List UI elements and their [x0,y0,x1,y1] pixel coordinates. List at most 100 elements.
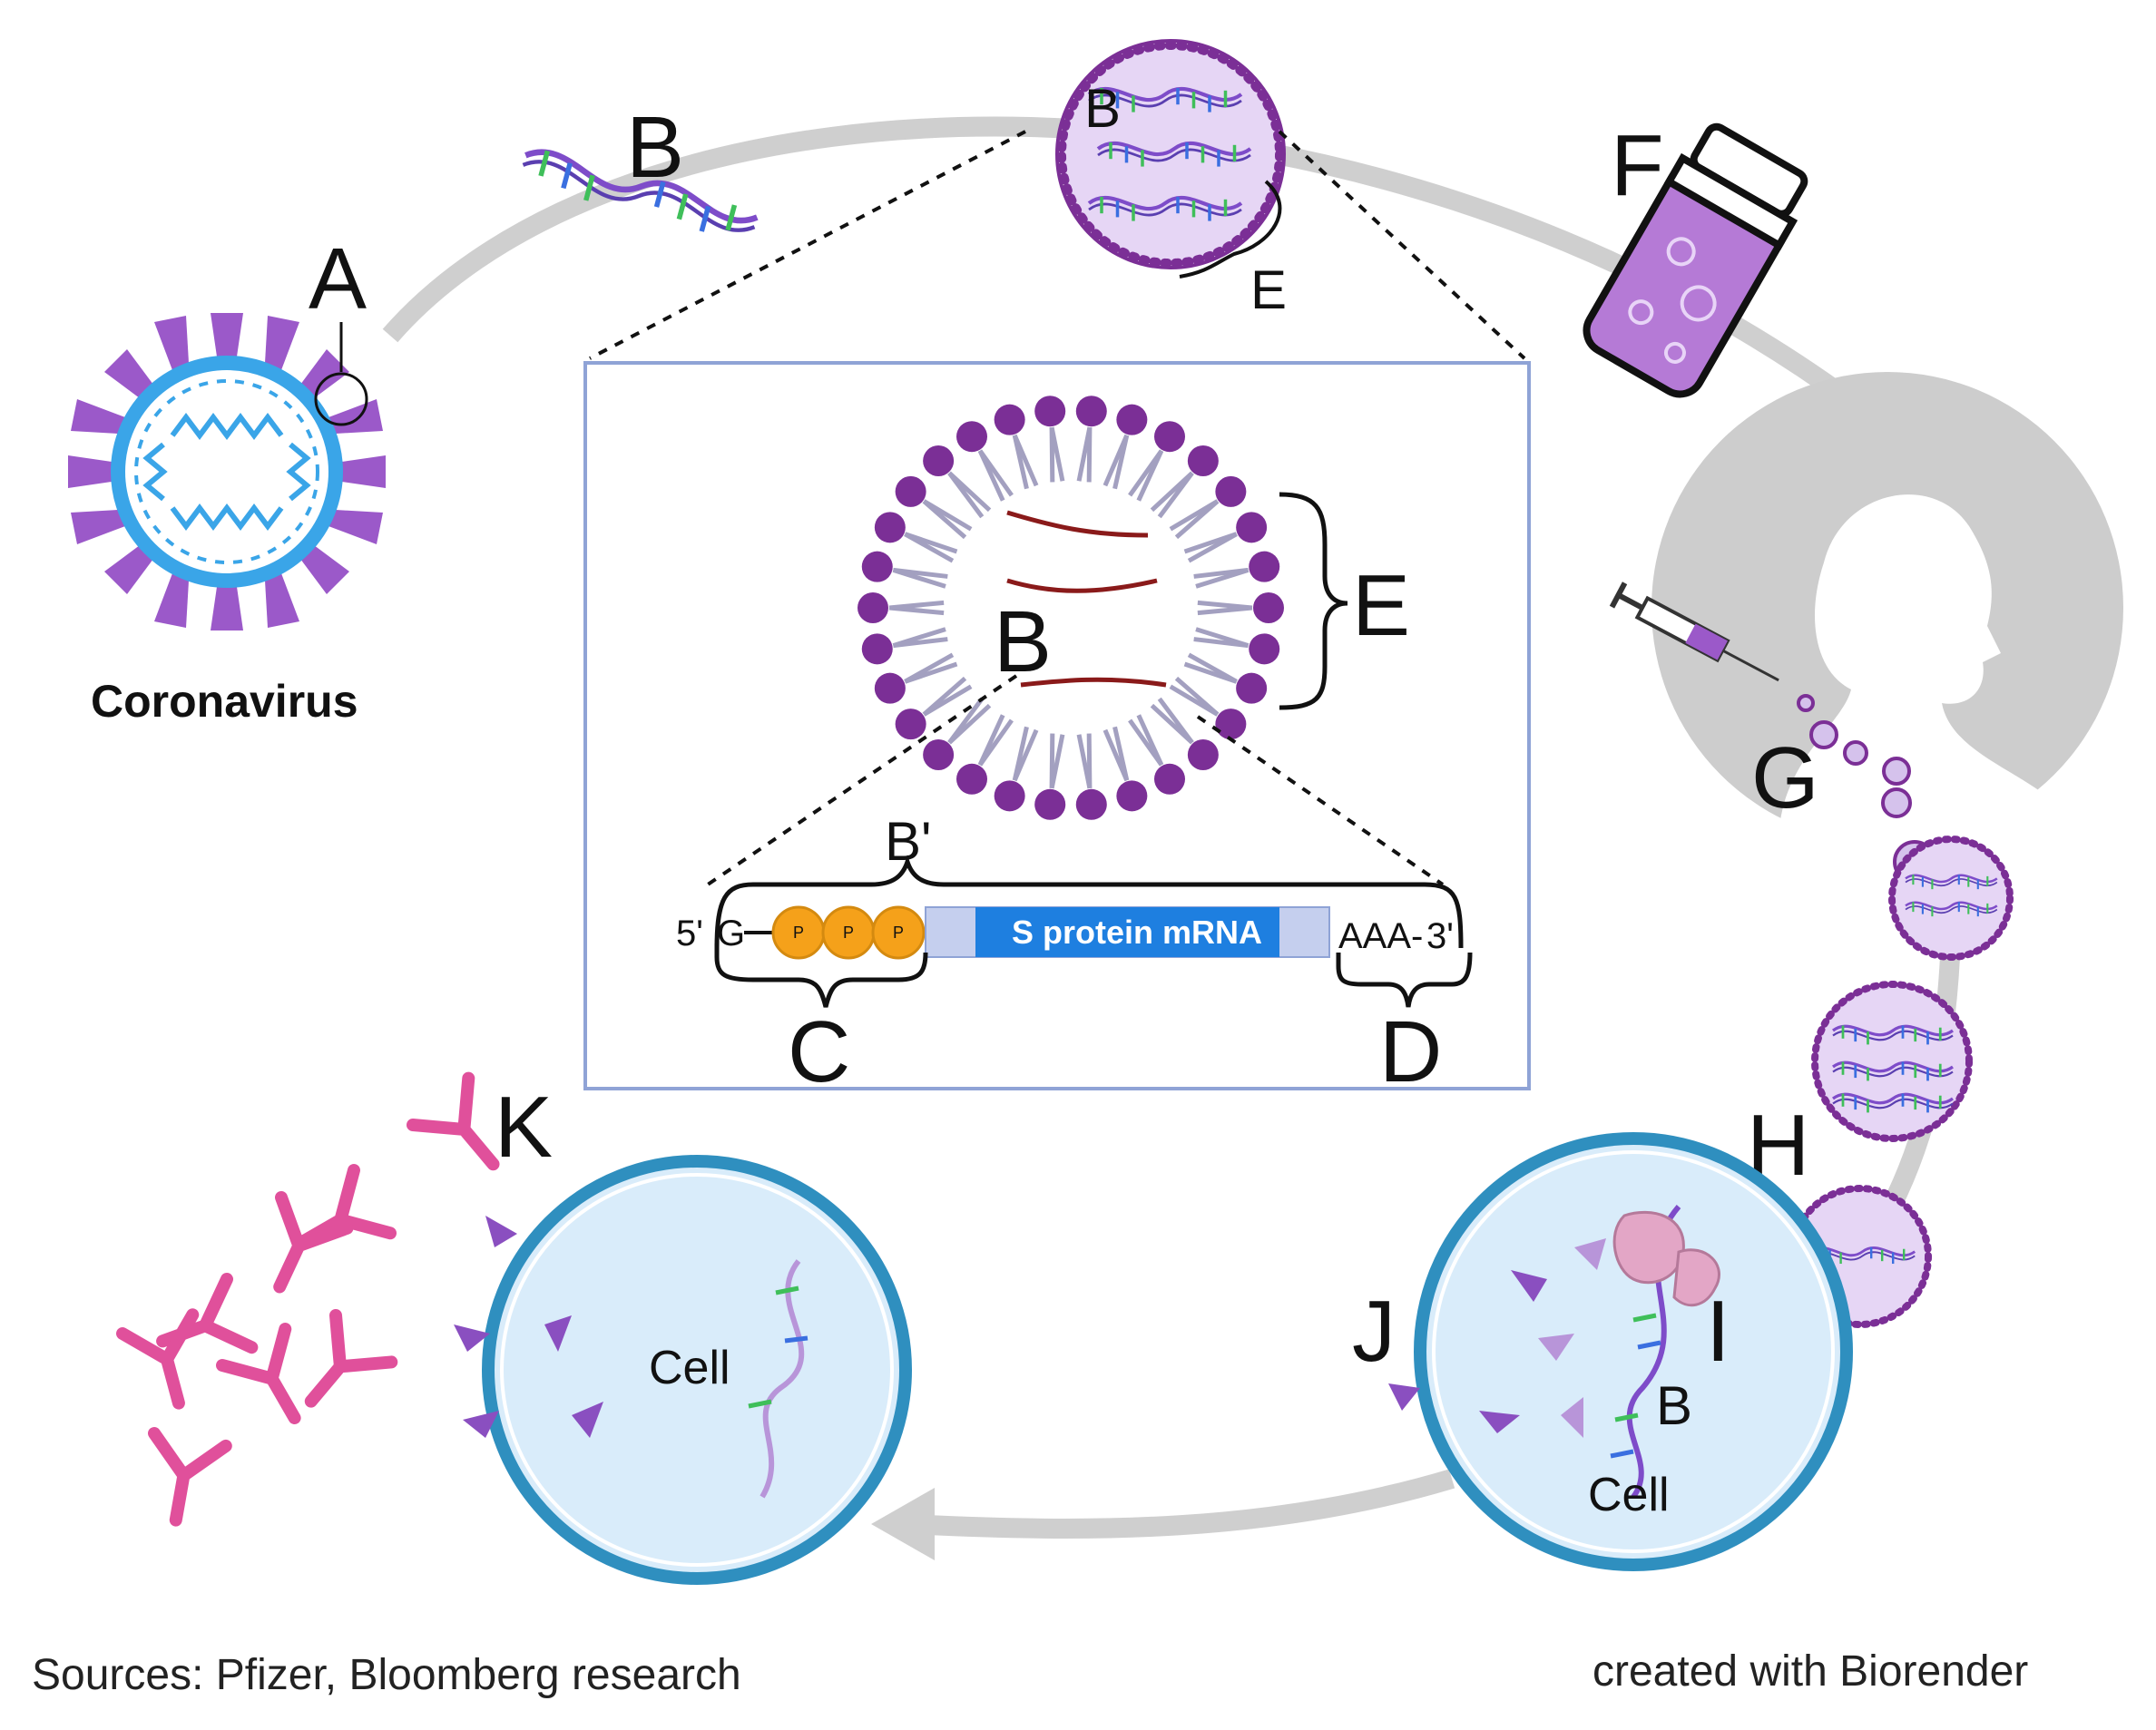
lipid-head [1215,709,1247,740]
lipid-tail [947,471,992,513]
lipid-head [874,512,906,543]
lipid-head [1075,396,1107,427]
label-j: J [1352,1283,1396,1380]
label-b-top: B [626,99,684,196]
cap-g-label: G [717,914,745,953]
lipid-tail [1012,726,1029,781]
lipid-tail [922,676,967,717]
lipid-tail [947,697,985,745]
lipid-tail [904,532,958,554]
lipid-head [956,763,987,795]
lipid-tail [1076,734,1093,789]
lipid-head [895,475,926,507]
lipid-tail [1136,449,1164,502]
spike-proteins-right [1388,1238,1606,1438]
brace-c [714,943,928,1008]
label-d: D [1379,1003,1442,1100]
label-b-prime: B' [885,811,931,872]
lipid-tail [1174,499,1220,540]
three-prime-label: 3' [1426,916,1454,956]
cell-left: Cell [454,1155,912,1585]
lipid-tail [1086,427,1093,483]
cell-right: Cell B [1388,1132,1853,1571]
lipid-head [895,709,926,740]
lipid-head [1154,763,1185,795]
label-f: F [1611,117,1664,214]
label-e-particle: E [1250,259,1287,320]
lipid-bilayer-particle [858,396,1284,820]
lipid-tail [1197,605,1253,616]
coding-region-label: S protein mRNA [1012,914,1262,951]
lipid-tail [1169,684,1220,717]
zoom-lines [589,130,1526,360]
lipid-head [1075,788,1107,820]
lipid-head [861,551,893,582]
lipid-head [956,421,987,453]
label-b-inset: B [994,593,1052,690]
label-b-particle: B [1084,78,1121,139]
lnp-small-2 [1811,981,1973,1142]
mrna-construct: 5' G P P P S protein mRNA AAA- 3' [676,905,1454,960]
label-a: A [309,230,367,327]
lipid-head [994,404,1025,435]
lipid-tail [888,600,945,611]
phosphate-3: P [893,924,904,942]
lipid-head [1034,788,1066,820]
lipid-tail [1102,728,1130,782]
spike-proteins-left [454,1216,603,1438]
lipid-head [923,739,955,771]
lipid-tail [892,627,946,648]
brace-e-particle [1179,180,1282,279]
ribosome-icon [1612,1210,1720,1307]
label-i: I [1706,1283,1730,1380]
lipid-head [1249,633,1280,665]
lipid-head [1253,592,1284,623]
lipid-head [1249,551,1280,582]
lipid-head [858,592,888,623]
phosphate-1: P [793,924,804,942]
label-e-inset: E [1352,557,1410,654]
lipid-head [1154,421,1185,453]
lipid-head [923,445,955,476]
poly-a-tail: AAA- [1338,916,1423,956]
lipid-head [874,672,906,704]
lipid-head [861,633,893,665]
five-prime-label: 5' [676,914,703,953]
vaccine-vial-icon [1583,122,1808,398]
antibodies-icon [122,1079,521,1527]
brace-d [1336,952,1473,1008]
lipid-head [1116,780,1148,812]
label-g: G [1751,729,1819,826]
label-b-cell: B [1656,1375,1692,1436]
label-k: K [495,1079,553,1176]
credit-text: created with Biorender [1592,1647,2028,1696]
lipid-tail [1112,435,1130,490]
brace-e-inset [1279,492,1348,710]
syringe-icon [1609,582,1779,682]
lipid-tail [1195,568,1250,589]
mrna-zoom-lines [706,674,1445,886]
lipid-tail [1049,733,1055,788]
lipid-head [1236,512,1268,543]
lipid-tail [1012,434,1039,487]
lipid-nanoparticle-icon [1055,39,1286,269]
lipid-head [1034,396,1066,427]
lipid-tail [893,567,948,579]
lipid-head [1187,445,1219,476]
coronavirus-label: Coronavirus [91,676,358,727]
lipid-head [1215,475,1247,507]
lipid-tail [1183,661,1238,684]
lipid-tail [977,449,1014,497]
brace-b-prime [714,855,1464,949]
cell-right-label: Cell [1588,1469,1670,1521]
lipid-tail [1187,532,1238,563]
phosphate-2: P [843,924,854,942]
coronavirus-icon [68,313,386,630]
lipid-head [1236,672,1268,704]
lipid-tail [977,714,1005,767]
sources-text: Sources: Pfizer, Bloomberg research [32,1651,741,1699]
lipid-head [1187,739,1219,771]
lipid-tail [1128,718,1164,767]
lipid-tail [922,499,973,532]
